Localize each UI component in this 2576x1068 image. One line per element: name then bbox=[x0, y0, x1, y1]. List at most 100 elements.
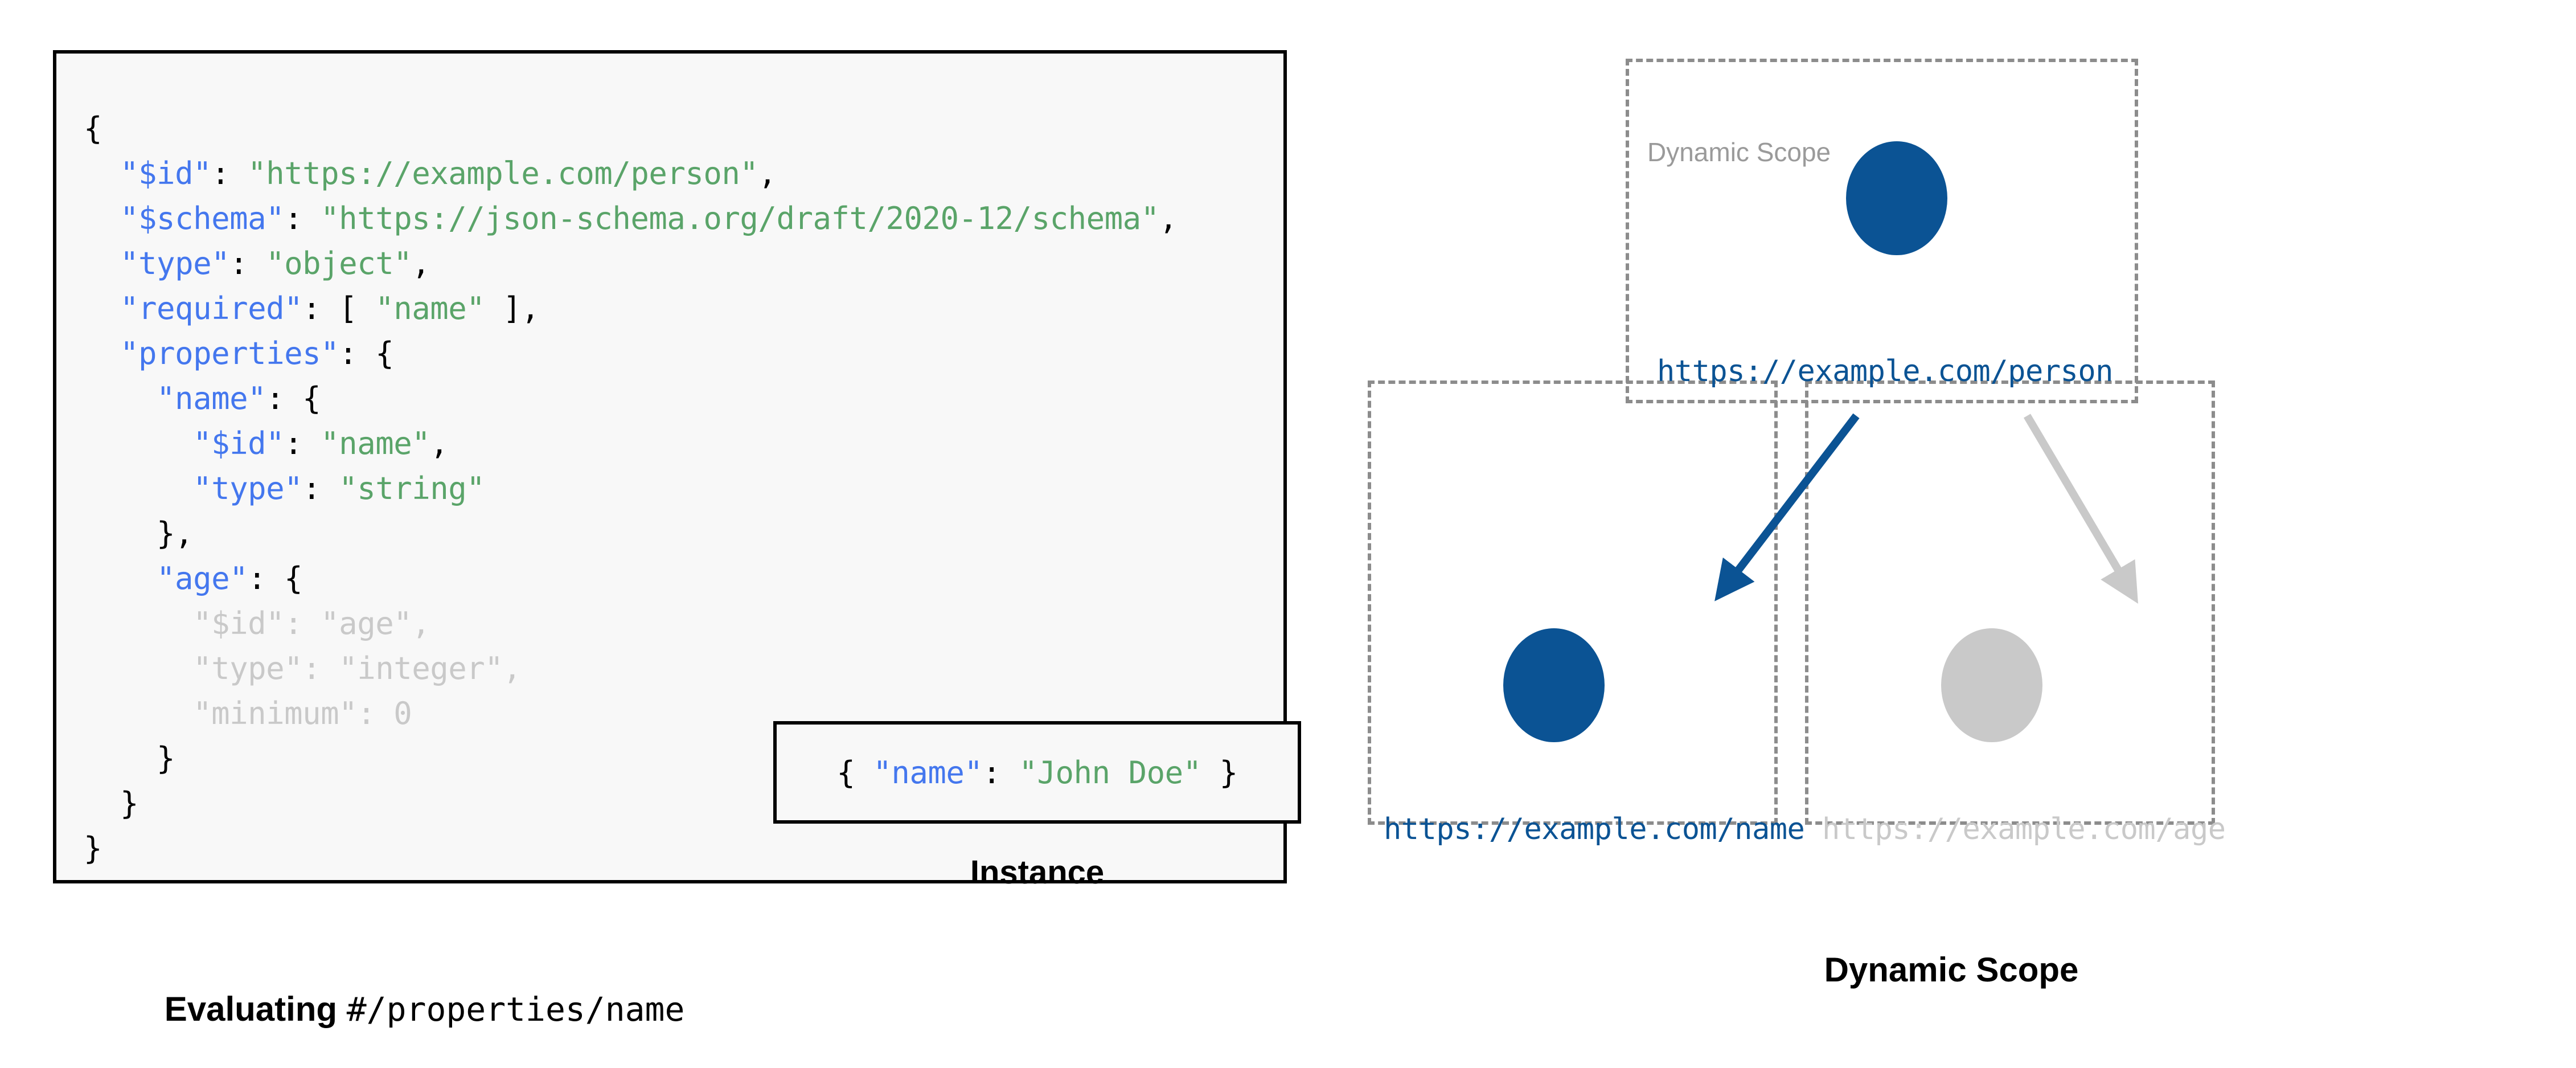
code-token: "age" bbox=[157, 560, 248, 596]
scope-box-root-label: Dynamic Scope bbox=[1647, 137, 1831, 167]
code-token: "integer" bbox=[339, 650, 503, 686]
code-token: } bbox=[157, 740, 175, 776]
evaluating-caption: Evaluating #/properties/name bbox=[126, 950, 685, 1068]
code-indent bbox=[84, 560, 157, 596]
code-line: } bbox=[84, 781, 1178, 826]
code-line: "minimum": 0 bbox=[84, 691, 1178, 736]
code-token: , bbox=[430, 425, 449, 461]
schema-code-block: { "$id": "https://example.com/person", "… bbox=[84, 106, 1178, 871]
instance-token: "name" bbox=[873, 754, 983, 791]
code-token: "name" bbox=[321, 425, 430, 461]
scope-box-age bbox=[1805, 380, 2215, 825]
code-token: "type" bbox=[193, 650, 303, 686]
code-line: "age": { bbox=[84, 556, 1178, 601]
code-indent bbox=[84, 650, 193, 686]
code-token: "age" bbox=[321, 605, 412, 641]
code-line: "required": [ "name" ], bbox=[84, 286, 1178, 331]
code-token: "https://example.com/person" bbox=[248, 156, 758, 191]
node-name bbox=[1503, 628, 1605, 742]
code-line: "name": { bbox=[84, 376, 1178, 421]
code-line: "type": "integer", bbox=[84, 646, 1178, 691]
code-token: ], bbox=[485, 290, 540, 326]
code-token: "$id" bbox=[193, 425, 285, 461]
code-token: "minimum" bbox=[193, 695, 358, 731]
scope-arrows bbox=[1714, 413, 2138, 604]
instance-token: } bbox=[1201, 754, 1238, 791]
dynamic-scope-panel: Dynamic Scope https://example.com/person… bbox=[1327, 0, 2576, 1054]
code-token: : bbox=[284, 605, 321, 641]
instance-token: { bbox=[836, 754, 873, 791]
code-indent bbox=[84, 156, 120, 191]
instance-caption: Instance bbox=[970, 854, 1105, 891]
node-name-label: https://example.com/name bbox=[1384, 812, 1805, 846]
node-age bbox=[1941, 628, 2042, 742]
code-token: : bbox=[302, 650, 339, 686]
code-token: "$id" bbox=[120, 156, 212, 191]
node-person-label: https://example.com/person bbox=[1657, 354, 2113, 388]
code-token: : bbox=[357, 695, 394, 731]
code-token: "string" bbox=[339, 470, 485, 506]
code-token: "$id" bbox=[193, 605, 285, 641]
scope-box-name bbox=[1368, 380, 1778, 825]
code-token: , bbox=[503, 650, 522, 686]
code-token: : [ bbox=[302, 290, 376, 326]
code-indent bbox=[84, 515, 157, 551]
code-token: 0 bbox=[393, 695, 412, 731]
code-indent bbox=[84, 335, 120, 371]
code-token: , bbox=[412, 245, 430, 281]
code-line: "$id": "age", bbox=[84, 601, 1178, 646]
code-indent bbox=[84, 605, 193, 641]
code-indent bbox=[84, 200, 120, 236]
code-line: }, bbox=[84, 511, 1178, 556]
instance-token: "John Doe" bbox=[1019, 754, 1202, 791]
code-token: : { bbox=[266, 380, 321, 416]
code-line: "type": "object", bbox=[84, 241, 1178, 286]
instance-token: : bbox=[982, 754, 1019, 791]
code-indent bbox=[84, 380, 157, 416]
code-token: } bbox=[120, 785, 139, 821]
code-token: { bbox=[84, 111, 102, 146]
code-token: : bbox=[284, 200, 321, 236]
code-token: "https://json-schema.org/draft/2020-12/s… bbox=[321, 200, 1159, 236]
dynamic-scope-caption: Dynamic Scope bbox=[1824, 951, 2079, 989]
code-token: "required" bbox=[120, 290, 303, 326]
code-token: : { bbox=[248, 560, 303, 596]
code-line: { bbox=[84, 106, 1178, 151]
code-token: "$schema" bbox=[120, 200, 285, 236]
code-token: "name" bbox=[375, 290, 485, 326]
code-token: : bbox=[211, 156, 248, 191]
code-indent bbox=[84, 290, 120, 326]
arrow-person-to-age bbox=[2023, 414, 2138, 604]
evaluating-caption-pointer: #/properties/name bbox=[346, 990, 685, 1029]
code-token: , bbox=[758, 156, 777, 191]
node-person bbox=[1846, 141, 1947, 255]
schema-code-card: { "$id": "https://example.com/person", "… bbox=[53, 50, 1301, 891]
code-token: "type" bbox=[193, 470, 303, 506]
code-token: }, bbox=[157, 515, 194, 551]
code-token: : bbox=[302, 470, 339, 506]
code-token: "properties" bbox=[120, 335, 339, 371]
code-line: "$id": "https://example.com/person", bbox=[84, 151, 1178, 196]
code-token: : bbox=[284, 425, 321, 461]
instance-code: { "name": "John Doe" } bbox=[836, 754, 1238, 791]
code-token: : bbox=[229, 245, 266, 281]
code-token: "object" bbox=[266, 245, 412, 281]
evaluating-caption-bold: Evaluating bbox=[164, 990, 347, 1028]
code-indent bbox=[84, 425, 193, 461]
code-token: , bbox=[412, 605, 430, 641]
code-line: "properties": { bbox=[84, 331, 1178, 376]
code-line: "$id": "name", bbox=[84, 421, 1178, 466]
scope-box-root bbox=[1626, 59, 2138, 403]
code-indent bbox=[84, 695, 193, 731]
code-line: "type": "string" bbox=[84, 466, 1178, 511]
code-indent bbox=[84, 785, 120, 821]
code-line: "$schema": "https://json-schema.org/draf… bbox=[84, 196, 1178, 241]
code-line: } bbox=[84, 736, 1178, 781]
code-indent bbox=[84, 245, 120, 281]
node-age-label: https://example.com/age bbox=[1822, 812, 2226, 846]
code-token: "type" bbox=[120, 245, 230, 281]
schema-panel: { "$id": "https://example.com/person", "… bbox=[53, 50, 1301, 1029]
code-line: } bbox=[84, 826, 1178, 871]
arrow-person-to-name bbox=[1714, 413, 1860, 601]
code-token: "name" bbox=[157, 380, 266, 416]
